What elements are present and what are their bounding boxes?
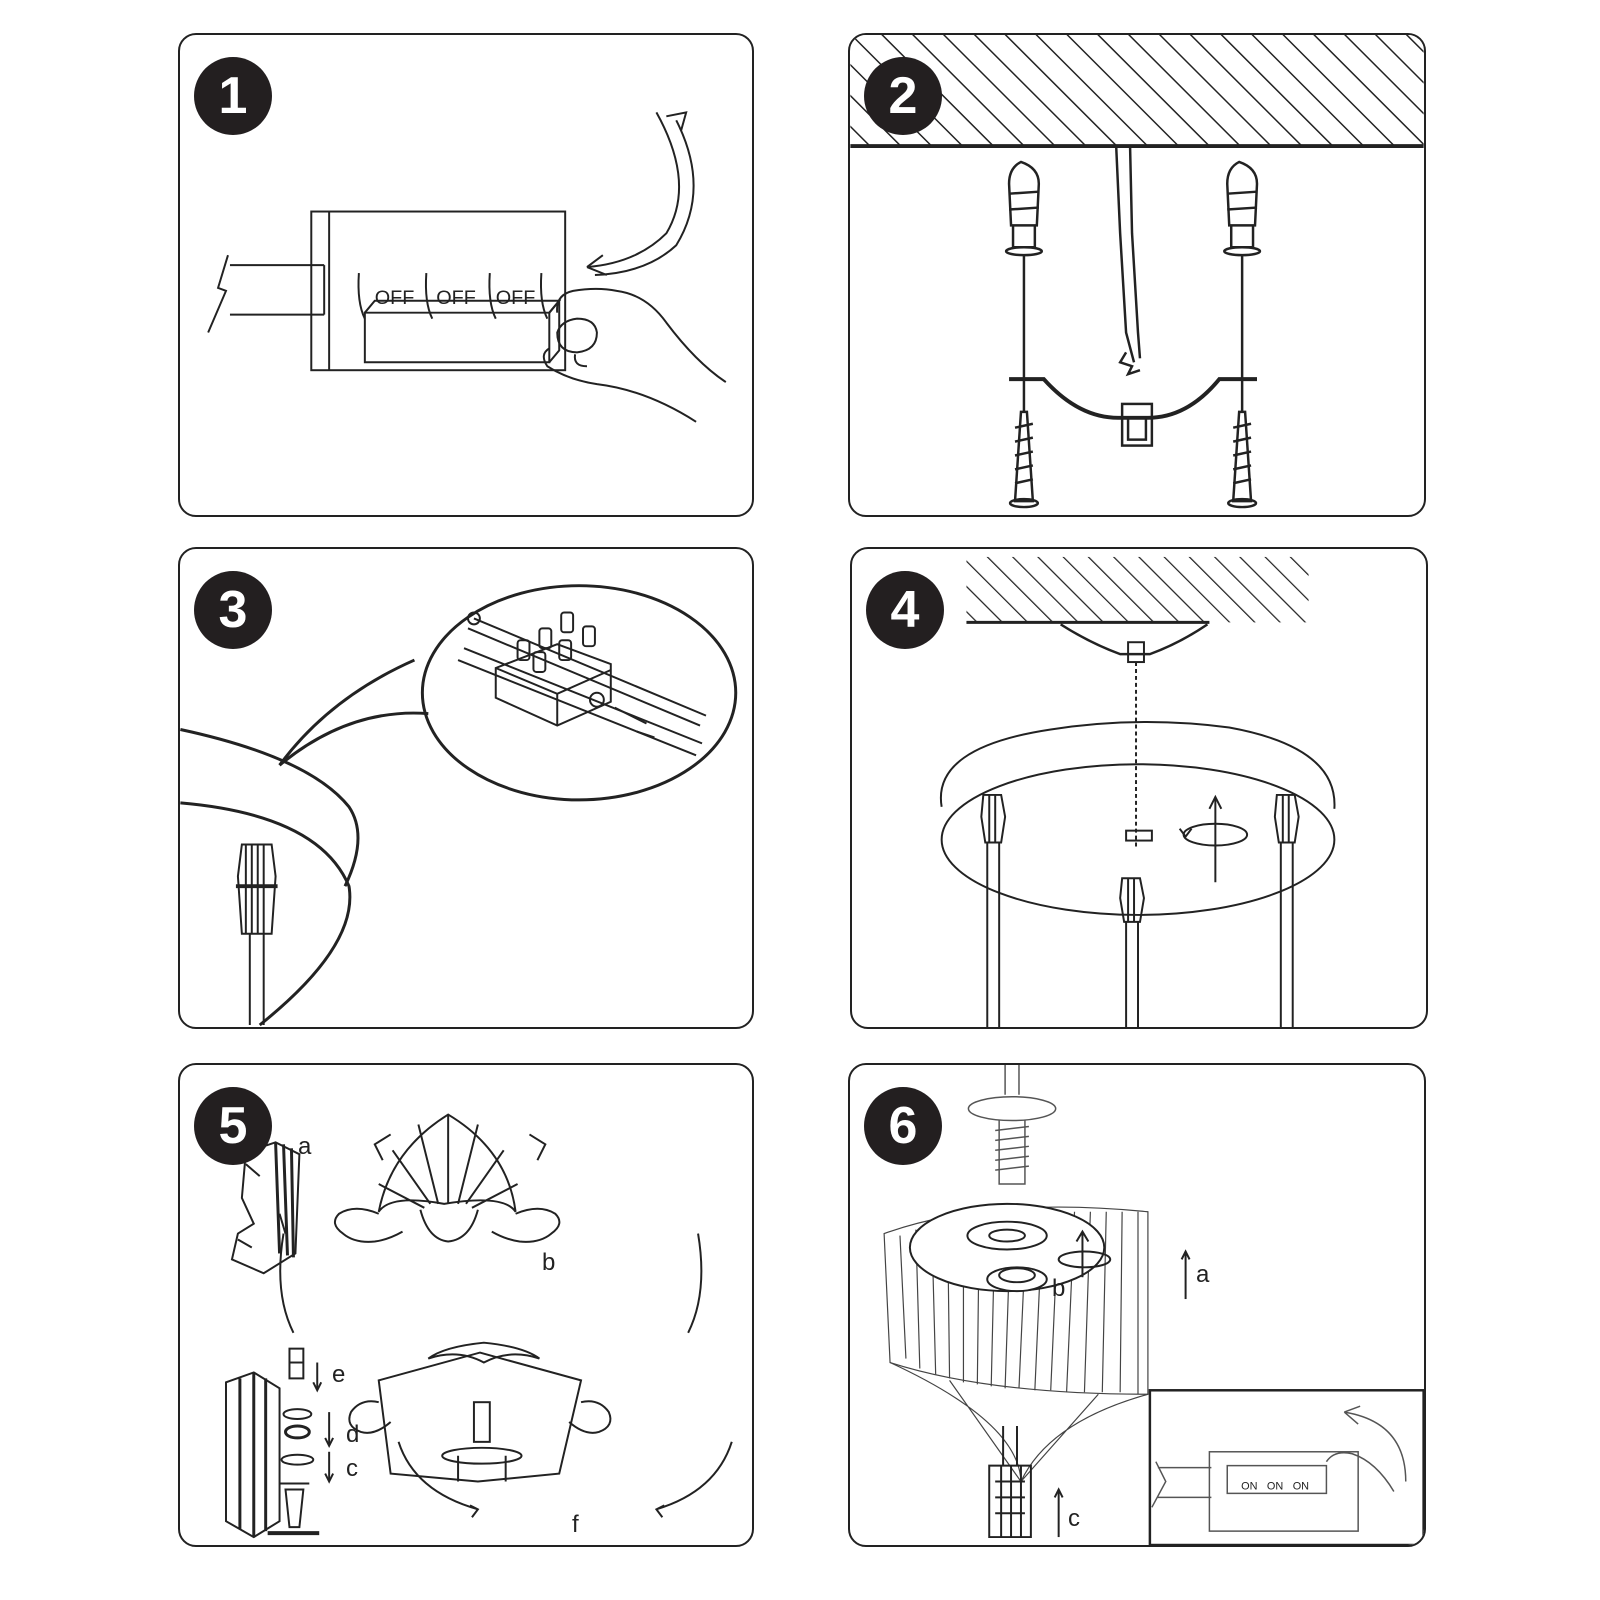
step-5-label-b: b [542, 1249, 556, 1276]
step-2-illustration [850, 35, 1424, 509]
step-3-illustration [180, 584, 738, 1027]
step-6-illustration: ON ON ON [883, 1065, 1424, 1545]
step-2-panel: 2 [848, 33, 1426, 517]
step-4-badge: 4 [866, 571, 944, 649]
step-3-panel: 3 [178, 547, 754, 1029]
step-2-badge: 2 [864, 57, 942, 135]
step-5-label-f: f [572, 1511, 579, 1538]
step-1-badge: 1 [194, 57, 272, 135]
step-6-panel: 6 [848, 1063, 1426, 1547]
step-1-switch-label: OFF [375, 287, 415, 309]
step-1-switch-label: OFF [436, 287, 476, 309]
step-6-switch-label: ON [1241, 1480, 1257, 1492]
step-1-panel: 1 OFF [178, 33, 754, 517]
step-5-panel: 5 [178, 1063, 754, 1547]
step-5-label-d: d [346, 1421, 360, 1448]
step-6-switch-label: ON [1267, 1480, 1283, 1492]
step-6-badge: 6 [864, 1087, 942, 1165]
step-5-label-c: c [346, 1455, 358, 1482]
step-6-switch-label: ON [1293, 1480, 1309, 1492]
step-5-label-e: e [332, 1361, 346, 1388]
step-6-label-c: c [1068, 1505, 1080, 1532]
step-4-panel: 4 [850, 547, 1428, 1029]
step-1-illustration: OFF OFF OFF [207, 111, 727, 423]
step-1-switch-label: OFF [496, 287, 536, 309]
step-4-illustration [939, 556, 1336, 1027]
step-3-badge: 3 [194, 571, 272, 649]
step-5-label-a: a [298, 1133, 312, 1160]
step-5-illustration [225, 1113, 733, 1539]
step-6-label-a: a [1196, 1261, 1210, 1288]
step-6-label-b: b [1052, 1275, 1066, 1302]
step-5-badge: 5 [194, 1087, 272, 1165]
